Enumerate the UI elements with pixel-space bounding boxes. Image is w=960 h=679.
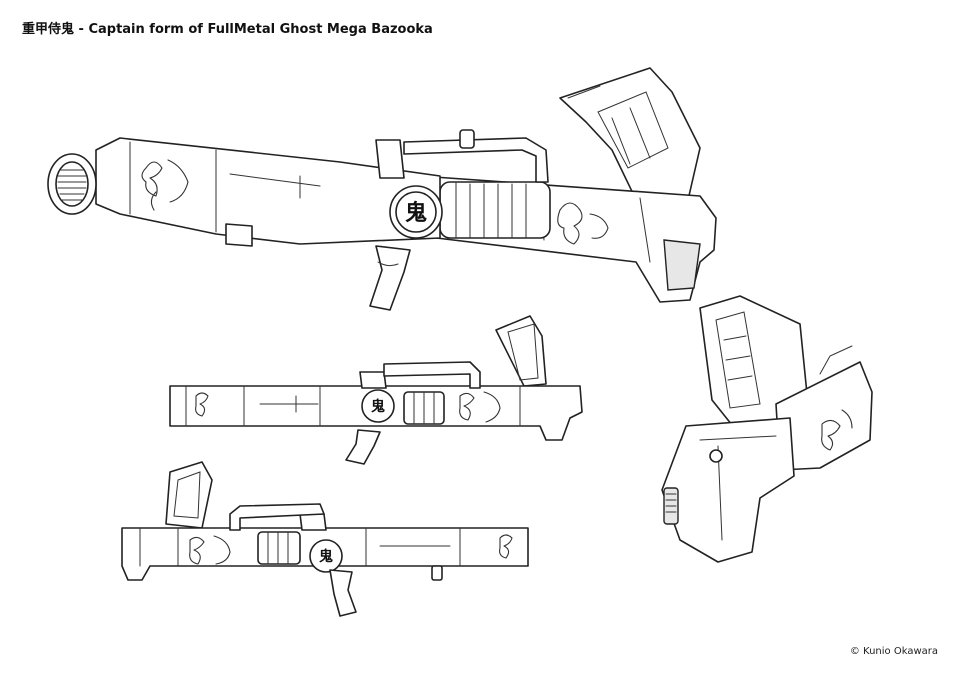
side2-handle (229, 503, 327, 531)
perspective-detail-drawing (661, 295, 873, 563)
main-coil-section (439, 181, 551, 239)
detail-barrel (775, 345, 873, 471)
sheet-title: 重甲侍鬼 - Captain form of FullMetal Ghost M… (22, 22, 433, 37)
side2-grip (329, 569, 357, 617)
main-trigger-grip (369, 245, 411, 311)
main-magazine (559, 67, 701, 209)
main-carry-handle (375, 129, 549, 183)
side1-handle (359, 361, 481, 389)
main-bazooka-drawing: 鬼 (47, 67, 717, 311)
copyright-credit: © Kunio Okawara (849, 646, 938, 657)
main-front-barrel (95, 137, 441, 245)
main-emblem: 鬼 (389, 185, 443, 239)
detail-body (661, 417, 795, 563)
side2-magazine (165, 461, 213, 529)
side1-emblem: 鬼 (361, 389, 395, 423)
side2-emblem-glyph: 鬼 (319, 548, 333, 565)
side1-magazine (495, 315, 547, 387)
side1-grip (345, 429, 381, 465)
side2-emblem: 鬼 (309, 539, 343, 573)
side1-emblem-glyph: 鬼 (371, 398, 385, 415)
main-underside-bracket (225, 223, 253, 247)
main-emblem-glyph: 鬼 (405, 200, 427, 226)
main-muzzle (47, 153, 97, 215)
side-view-2-drawing: 鬼 (121, 461, 529, 617)
side-view-1-drawing: 鬼 (169, 315, 583, 465)
